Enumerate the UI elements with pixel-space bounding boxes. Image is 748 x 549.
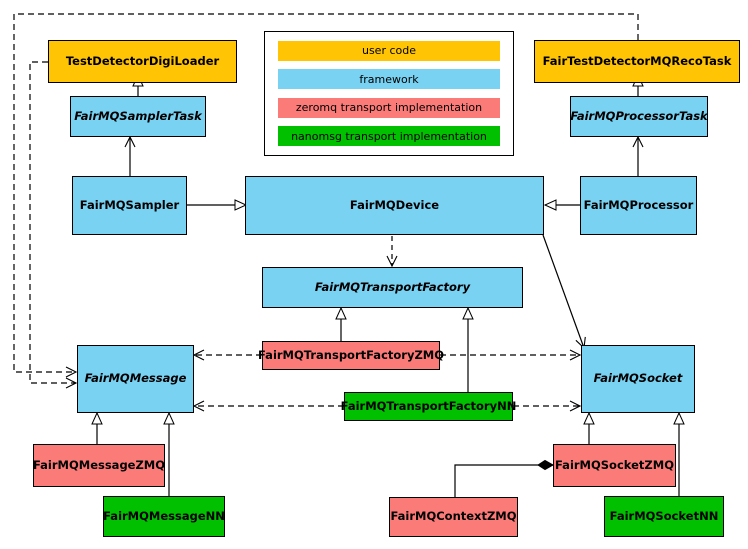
class-box-fairmq-sampler[interactable]: FairMQSampler <box>72 176 187 235</box>
class-name-label: FairMQSocketZMQ <box>555 457 674 472</box>
legend-label: framework <box>359 72 419 86</box>
class-name-label: FairMQProcessorTask <box>570 108 708 123</box>
class-box-fairmq-processor[interactable]: FairMQProcessor <box>580 176 697 235</box>
legend-panel: user code framework zeromq transport imp… <box>264 31 514 156</box>
class-box-fairmq-socket-zmq[interactable]: FairMQSocketZMQ <box>553 444 676 487</box>
class-box-fairmq-transport-factory-nn[interactable]: FairMQTransportFactoryNN <box>341 392 516 421</box>
legend-item-nanomsg: nanomsg transport implementation <box>278 126 500 147</box>
legend-item-usercode: user code <box>278 40 500 61</box>
class-name-label: FairMQTransportFactoryNN <box>340 398 517 413</box>
class-name-label: FairMQContextZMQ <box>390 509 517 524</box>
class-name-label: FairMQSocket <box>593 371 683 386</box>
legend-label: nanomsg transport implementation <box>291 129 487 143</box>
class-name-label: FairMQTransportFactoryZMQ <box>258 347 445 362</box>
legend-item-framework: framework <box>278 69 500 90</box>
class-name-label: FairMQSampler <box>79 197 180 212</box>
class-name-label: FairMQMessageNN <box>103 508 225 523</box>
class-box-fairmq-context-zmq[interactable]: FairMQContextZMQ <box>389 497 518 537</box>
class-box-fairmq-socket[interactable]: FairMQSocket <box>581 345 695 413</box>
class-box-fairmq-sampler-task[interactable]: FairMQSamplerTask <box>70 96 206 137</box>
legend-label: zeromq transport implementation <box>295 101 483 115</box>
class-box-fair-test-detector-mq-reco-task[interactable]: FairTestDetectorMQRecoTask <box>534 40 740 83</box>
class-box-fairmq-message[interactable]: FairMQMessage <box>77 345 194 413</box>
class-box-fairmq-device[interactable]: FairMQDevice <box>245 176 544 235</box>
class-box-fairmq-socket-nn[interactable]: FairMQSocketNN <box>604 496 724 537</box>
class-box-fairmq-transport-factory[interactable]: FairMQTransportFactory <box>262 267 523 308</box>
class-box-fairmq-message-zmq[interactable]: FairMQMessageZMQ <box>33 444 165 487</box>
class-box-fairmq-transport-factory-zmq[interactable]: FairMQTransportFactoryZMQ <box>258 341 444 370</box>
class-name-label: FairMQMessageZMQ <box>32 457 166 472</box>
legend-item-zeromq: zeromq transport implementation <box>278 97 500 118</box>
class-name-label: FairTestDetectorMQRecoTask <box>542 53 732 68</box>
class-name-label: TestDetectorDigiLoader <box>65 53 220 68</box>
class-name-label: FairMQSocketNN <box>609 508 719 523</box>
class-name-label: FairMQTransportFactory <box>314 279 471 294</box>
class-name-label: FairMQMessage <box>84 371 187 386</box>
legend-label: user code <box>361 44 417 58</box>
class-name-label: FairMQDevice <box>349 197 440 212</box>
class-box-test-detector-digi-loader[interactable]: TestDetectorDigiLoader <box>48 40 237 83</box>
class-name-label: FairMQProcessor <box>583 197 694 212</box>
class-box-fairmq-message-nn[interactable]: FairMQMessageNN <box>103 496 225 537</box>
class-box-fairmq-processor-task[interactable]: FairMQProcessorTask <box>570 96 708 137</box>
class-name-label: FairMQSamplerTask <box>74 108 202 123</box>
